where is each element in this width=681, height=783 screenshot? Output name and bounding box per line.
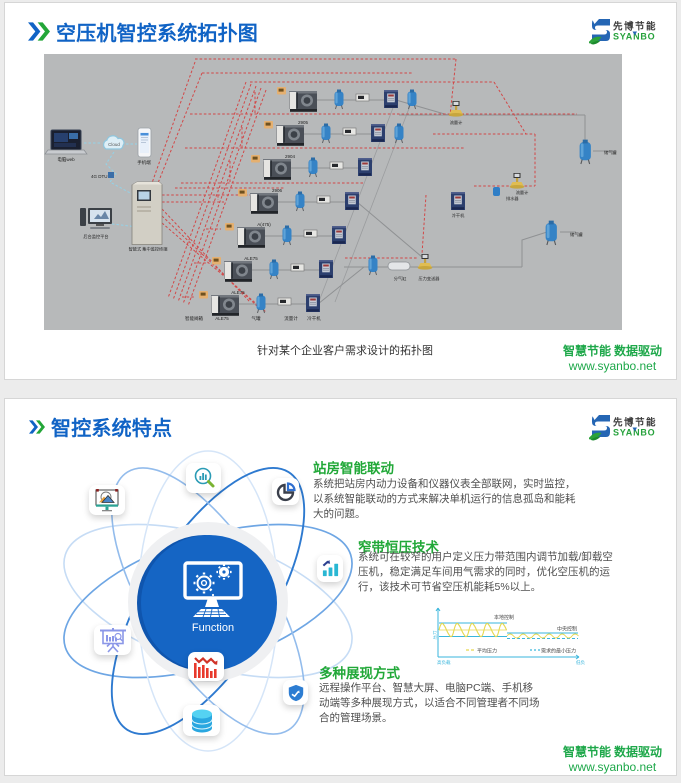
svg-text:ALE75: ALE75 [215,316,229,321]
svg-text:Function: Function [192,622,234,634]
svg-text:2905: 2905 [298,120,309,125]
svg-text:排水器: 排水器 [506,195,519,202]
svg-text:流量计: 流量计 [284,315,298,322]
svg-text:A(475): A(475) [257,222,271,227]
svg-text:储气罐: 储气罐 [604,149,617,156]
svg-text:低负载: 低负载 [576,659,585,666]
svg-text:后台监控平台: 后台监控平台 [83,233,108,240]
svg-text:储气罐: 储气罐 [570,231,583,238]
svg-text:手机端: 手机端 [137,159,151,166]
svg-text:流量计: 流量计 [516,189,529,196]
svg-text:SYANBO: SYANBO [613,428,655,438]
svg-text:SYANBO: SYANBO [613,32,655,42]
svg-text:4G DTU: 4G DTU [91,174,108,179]
svg-text:ALE75: ALE75 [231,290,245,295]
svg-text:冷干机: 冷干机 [452,212,465,219]
svg-text:ALE75: ALE75 [244,256,258,261]
svg-text:先博节能: 先博节能 [613,417,657,429]
svg-text:需求的最小压力: 需求的最小压力 [541,648,576,655]
svg-text:中央控制: 中央控制 [557,626,577,633]
svg-text:高负载: 高负载 [437,659,451,666]
svg-text:冷干机: 冷干机 [307,315,321,322]
svg-text:平均压力: 平均压力 [477,648,497,655]
svg-text:2906: 2906 [272,188,283,193]
svg-text:Cloud: Cloud [108,142,120,147]
svg-text:流量计: 流量计 [450,119,463,126]
svg-text:先博节能: 先博节能 [613,21,657,33]
svg-text:气罐: 气罐 [252,315,261,322]
svg-text:智能阀箱: 智能阀箱 [185,315,203,322]
svg-text:分气缸: 分气缸 [394,275,407,282]
svg-text:压力: 压力 [433,630,438,639]
svg-text:电脑web: 电脑web [57,156,75,163]
svg-text:压力变送器: 压力变送器 [419,275,441,282]
svg-text:智能式 集中监控终端: 智能式 集中监控终端 [129,246,168,253]
svg-text:本地控制: 本地控制 [494,614,514,621]
svg-text:2904: 2904 [285,154,296,159]
